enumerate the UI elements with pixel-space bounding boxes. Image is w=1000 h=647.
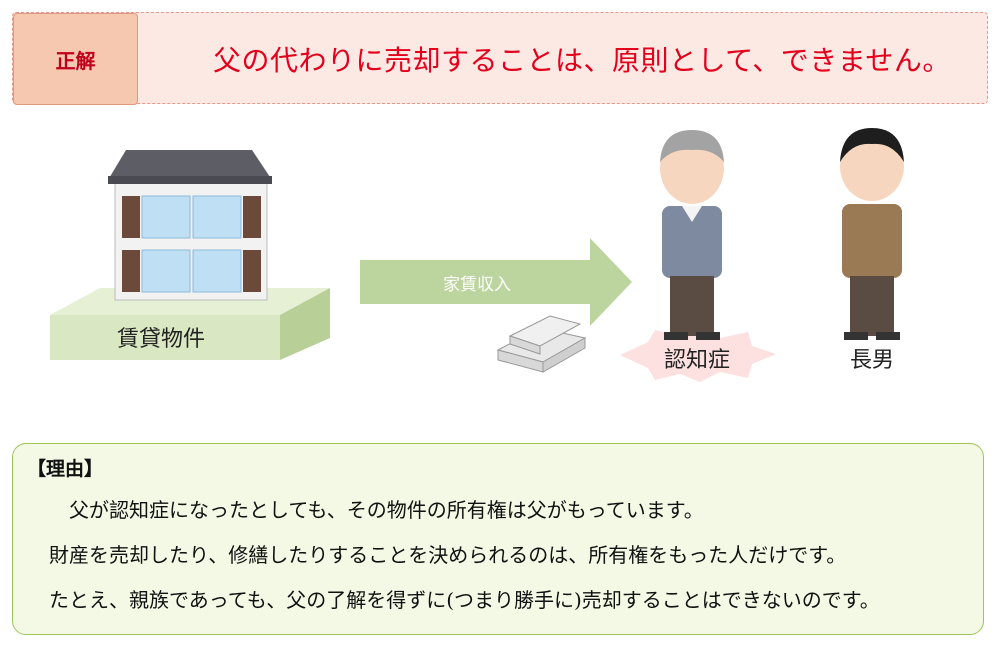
answer-message: 父の代わりに売却することは、原則として、できません。 (213, 44, 951, 77)
answer-tag: 正解 (13, 13, 138, 105)
diagram: 賃貸物件 家賃収入 認知症 長男 (0, 110, 1000, 420)
son-label: 長男 (850, 348, 895, 373)
reason-title: 【理由】 (27, 458, 104, 480)
diagram-illustration (50, 128, 904, 382)
father-figure-icon (660, 130, 724, 340)
reason-line: 父が認知症になったとしても、その物件の所有権は父がもっています。 (49, 498, 704, 522)
reason-box: 【理由】 父が認知症になったとしても、その物件の所有権は父がもっています。 財産… (12, 443, 984, 635)
reason-line: 財産を売却したり、修繕したりすることを決められるのは、所有権をもった人だけです。 (49, 543, 847, 567)
rent-income-arrow (360, 238, 632, 326)
son-figure-icon (840, 128, 904, 340)
father-label: 認知症 (664, 348, 731, 373)
reason-line: たとえ、親族であっても、父の了解を得ずに(つまり勝手に)売却することはできないの… (49, 588, 880, 612)
dementia-burst (620, 328, 776, 382)
arrow-label: 家賃収入 (443, 275, 511, 295)
answer-banner: 正解 父の代わりに売却することは、原則として、できません。 (12, 12, 988, 105)
property-label: 賃貸物件 (117, 327, 206, 352)
apartment-building-icon (108, 150, 272, 301)
banknotes-icon (496, 315, 587, 373)
